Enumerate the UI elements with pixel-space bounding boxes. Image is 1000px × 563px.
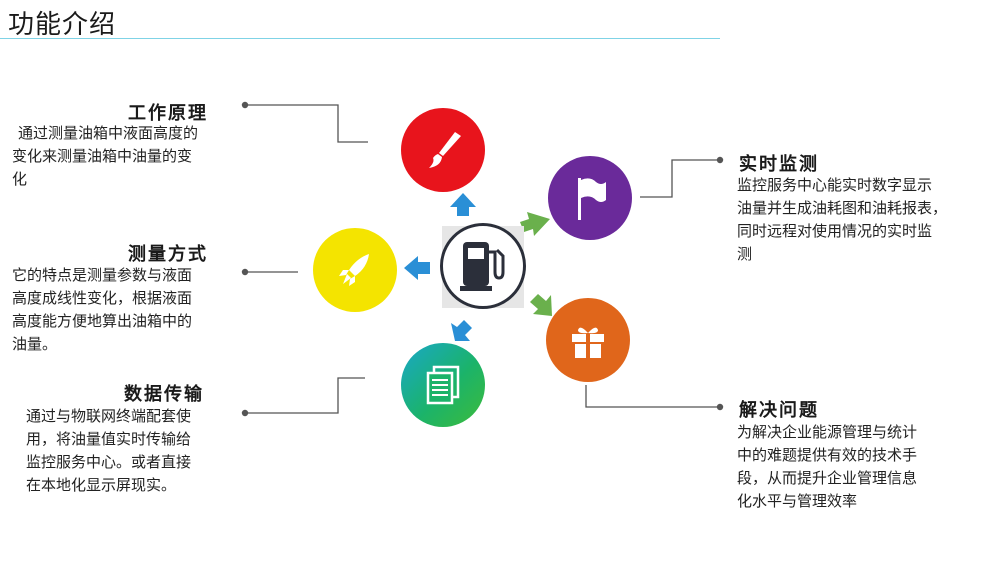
- document-icon: [426, 365, 460, 405]
- connector-dot: [241, 268, 249, 276]
- connector-problem-solving: [585, 385, 720, 408]
- text-line: 用，将油量值实时传输给: [26, 430, 192, 448]
- arrow-up-icon: [450, 193, 476, 216]
- measurement-method-title: 测量方式: [128, 244, 208, 265]
- brush-icon: [429, 132, 461, 168]
- gift-icon: [572, 327, 604, 358]
- text-line: 变化来测量油箱中油量的变: [12, 147, 193, 165]
- rocket-icon: [339, 254, 369, 286]
- data-transmission-title: 数据传输: [124, 384, 204, 405]
- text-line: 油量并生成油耗图和油耗报表，: [737, 199, 948, 217]
- arrow-up-right-icon: [520, 212, 550, 236]
- real-time-monitoring-title: 实时监测: [739, 154, 819, 175]
- text-line: 监控服务中心。或者直接: [26, 453, 192, 471]
- text-line: 通过测量油箱中液面高度的: [18, 124, 199, 142]
- working-principle-title: 工作原理: [128, 103, 208, 124]
- connector-data-transmission: [245, 377, 365, 414]
- real-time-monitoring-text: 监控服务中心能实时数字显示 油量并生成油耗图和油耗报表， 同时远程对使用情况的实…: [737, 174, 947, 266]
- connector-dot: [716, 403, 724, 411]
- text-line: 测: [737, 245, 753, 263]
- problem-solving-circle: [546, 298, 630, 382]
- connector-working-principle: [245, 104, 368, 143]
- working-principle-text: 通过测量油箱中液面高度的 变化来测量油箱中油量的变 化: [12, 122, 198, 191]
- page-title: 功能介绍: [8, 10, 117, 40]
- title-divider: [0, 38, 720, 39]
- text-line: 中的难题提供有效的技术手: [737, 446, 918, 464]
- data-transmission-circle: [401, 343, 485, 427]
- text-line: 在本地化显示屏现实。: [26, 476, 177, 494]
- text-line: 为解决企业能源管理与统计: [737, 423, 918, 441]
- problem-solving-title: 解决问题: [739, 400, 819, 421]
- working-principle-circle: [401, 108, 485, 192]
- problem-solving-text: 为解决企业能源管理与统计 中的难题提供有效的技术手 段，从而提升企业管理信息 化…: [737, 421, 917, 513]
- real-time-monitoring-circle: [548, 156, 632, 240]
- measurement-method-text: 它的特点是测量参数与液面 高度成线性变化，根据液面 高度能方便地算出油箱中的 油…: [12, 264, 192, 356]
- text-line: 化: [12, 170, 28, 188]
- arrow-down-left-icon: [451, 320, 472, 341]
- center-hub: [440, 223, 526, 309]
- text-line: 段，从而提升企业管理信息: [737, 469, 918, 487]
- connector-dot: [716, 156, 724, 164]
- arrow-down-right-icon: [530, 294, 552, 316]
- text-line: 通过与物联网终端配套使: [26, 407, 192, 425]
- flag-icon: [578, 178, 606, 220]
- text-line: 化水平与管理效率: [737, 492, 858, 510]
- fuel-pump-icon: [460, 242, 505, 291]
- text-line: 同时远程对使用情况的实时监: [737, 222, 933, 240]
- text-line: 它的特点是测量参数与液面: [12, 266, 193, 284]
- connector-real-time-monitoring: [640, 159, 720, 198]
- text-line: 油量。: [12, 335, 58, 353]
- connector-dot: [241, 409, 249, 417]
- data-transmission-text: 通过与物联网终端配套使 用，将油量值实时传输给 监控服务中心。或者直接 在本地化…: [26, 405, 191, 497]
- connector-dot: [241, 101, 249, 109]
- text-line: 高度成线性变化，根据液面: [12, 289, 193, 307]
- arrow-left-icon: [404, 256, 430, 280]
- text-line: 监控服务中心能实时数字显示: [737, 176, 933, 194]
- text-line: 高度能方便地算出油箱中的: [12, 312, 193, 330]
- measurement-method-circle: [313, 228, 397, 312]
